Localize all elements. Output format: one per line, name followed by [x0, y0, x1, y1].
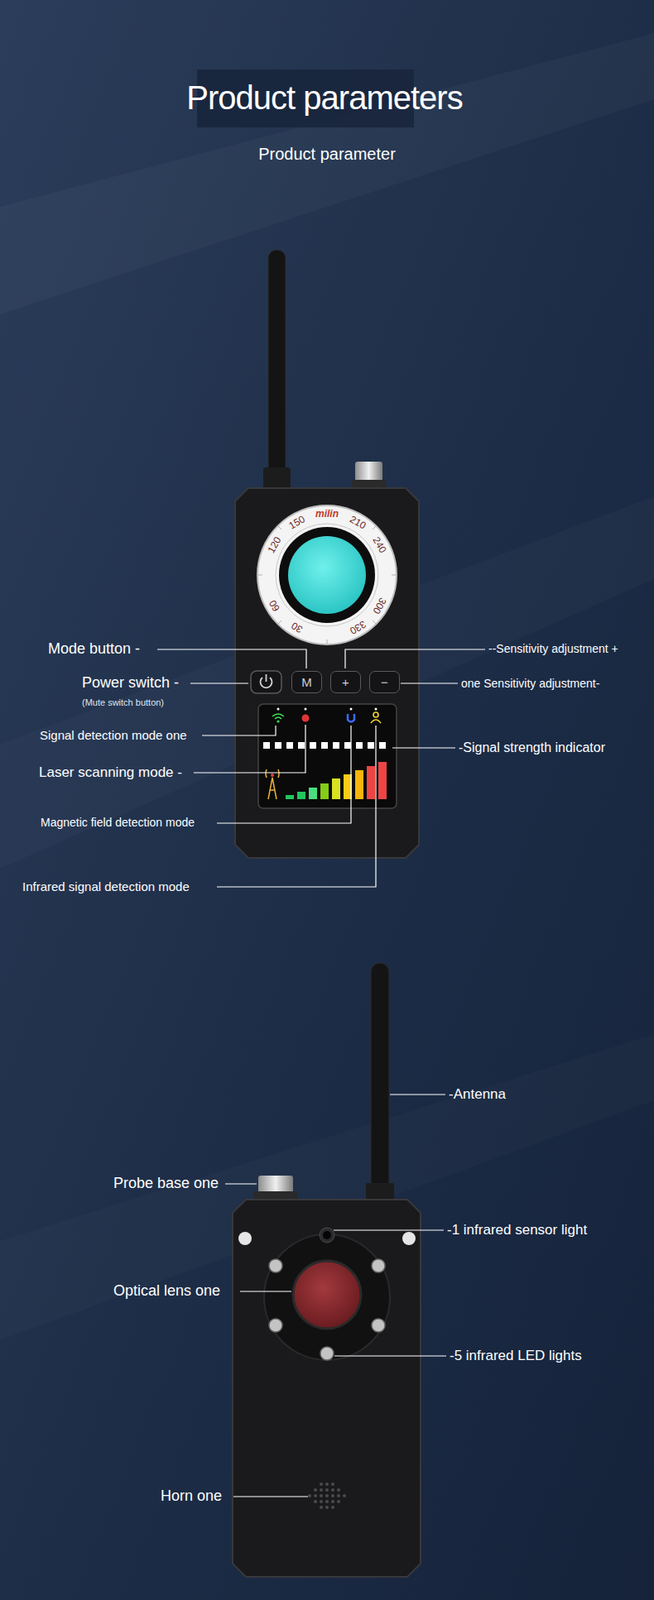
strength-squares — [263, 742, 386, 750]
callout-label: Magnetic field detection mode — [40, 817, 195, 830]
callout-label: Horn one — [160, 1489, 222, 1506]
infrared-led — [269, 1259, 385, 1361]
signal-mode-icon — [276, 720, 279, 723]
light-shade — [0, 1034, 654, 1342]
screw — [238, 1232, 252, 1246]
power-button — [250, 671, 282, 694]
callout-note: (Mute switch button) — [81, 697, 164, 708]
callout-label: Optical lens one — [113, 1283, 221, 1301]
dial-ring — [275, 524, 379, 627]
button-text: + — [341, 676, 350, 689]
light-shade — [0, 33, 654, 315]
device-body — [235, 488, 419, 859]
callout-label: Laser scanning mode - — [38, 765, 183, 782]
tower-icon — [270, 774, 275, 778]
indicator-dots — [277, 708, 378, 712]
antenna-base — [263, 467, 291, 491]
infrared-mode-icon — [373, 712, 379, 718]
signal-mode-icon — [272, 714, 284, 720]
leader-line — [225, 1095, 447, 1498]
callout-label: -Antenna — [448, 1087, 506, 1104]
antenna — [370, 963, 390, 1200]
lens-plate — [264, 1235, 390, 1361]
laser-mode-icon — [302, 715, 310, 723]
callout-label: -5 infrared LED lights — [449, 1349, 582, 1366]
power-icon — [265, 674, 268, 683]
device-body — [232, 1200, 421, 1578]
callout-label: Power switch - — [81, 675, 179, 693]
button-text: M — [301, 676, 313, 689]
callout-label: Mode button - — [48, 641, 140, 659]
infrared-sensor — [319, 1228, 335, 1244]
callout-label: -Signal strength indicator — [458, 740, 606, 756]
magnetic-mode-icon — [347, 714, 355, 723]
subtitle: Product parameter — [258, 144, 396, 164]
infrared-mode-icon — [370, 720, 381, 724]
lens-housing — [278, 527, 376, 624]
callout-label: Signal detection mode one — [39, 729, 188, 744]
callout-label: one Sensitivity adjustment- — [461, 678, 600, 691]
strength-bars — [285, 762, 387, 800]
callout-label: -1 infrared sensor light — [447, 1223, 587, 1240]
dial-ring — [257, 505, 397, 645]
viewing-lens — [288, 536, 366, 615]
callout-label: --Sensitivity adjustment + — [488, 643, 619, 656]
infrared-sensor — [322, 1231, 332, 1241]
callout-label: Probe base one — [113, 1176, 219, 1193]
button-key: M — [291, 671, 323, 694]
page-title: Product parameters — [186, 79, 462, 116]
leader-line — [157, 649, 486, 888]
button-key: − — [369, 671, 400, 694]
screw — [402, 1232, 416, 1246]
callout-label: Infrared signal detection mode — [22, 880, 190, 895]
button-text: − — [380, 676, 389, 689]
brand-logo: milin — [315, 509, 339, 520]
antenna — [268, 250, 286, 482]
tower-icon — [265, 769, 279, 800]
button-key: + — [330, 671, 361, 694]
speaker-grille — [307, 1483, 347, 1510]
optical-lens — [293, 1261, 361, 1330]
dial-ticks — [257, 525, 397, 645]
